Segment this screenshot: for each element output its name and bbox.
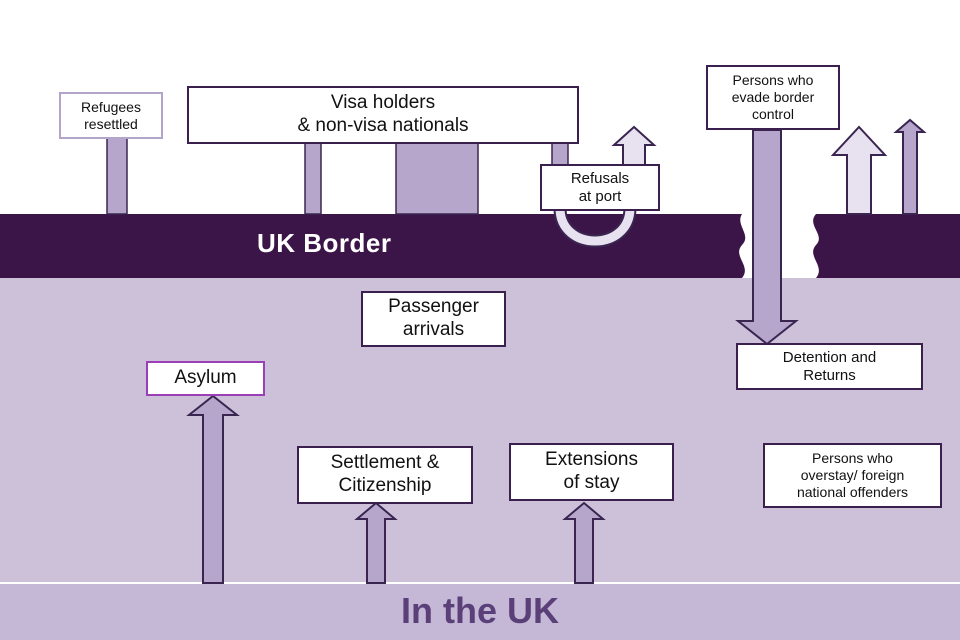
- visa-holders-box: Visa holders & non-visa nationals: [187, 86, 579, 144]
- border-band-right: [813, 214, 960, 278]
- down-arrow-icon: [735, 129, 799, 346]
- refusals-at-port-box: Refusals at port: [540, 164, 660, 211]
- up-arrow-icon: [830, 125, 888, 215]
- up-arrow-icon: [611, 125, 657, 166]
- evade-border-control-box: Persons who evade border control: [706, 65, 840, 130]
- settlement-citizenship-box: Settlement & Citizenship: [297, 446, 473, 504]
- up-arrow-icon: [893, 118, 927, 215]
- visa-stem-right: [551, 142, 569, 166]
- overstay-offenders-box: Persons who overstay/ foreign national o…: [763, 443, 942, 508]
- up-arrow-icon: [562, 501, 606, 584]
- in-the-uk-label: In the UK: [401, 590, 559, 631]
- passenger-arrivals-box: Passenger arrivals: [361, 291, 506, 347]
- visa-stem-wide: [395, 142, 479, 215]
- asylum-box: Asylum: [146, 361, 265, 396]
- up-arrow-icon: [354, 501, 398, 584]
- refugees-stem: [106, 137, 128, 215]
- uk-border-label: UK Border: [257, 228, 392, 258]
- refugees-resettled-box: Refugees resettled: [59, 92, 163, 139]
- border-band-left: [0, 214, 746, 278]
- extensions-of-stay-box: Extensions of stay: [509, 443, 674, 501]
- bottom-strip: [0, 583, 960, 640]
- up-arrow-icon: [186, 394, 240, 584]
- detention-returns-box: Detention and Returns: [736, 343, 923, 390]
- visa-stem-left: [304, 142, 322, 215]
